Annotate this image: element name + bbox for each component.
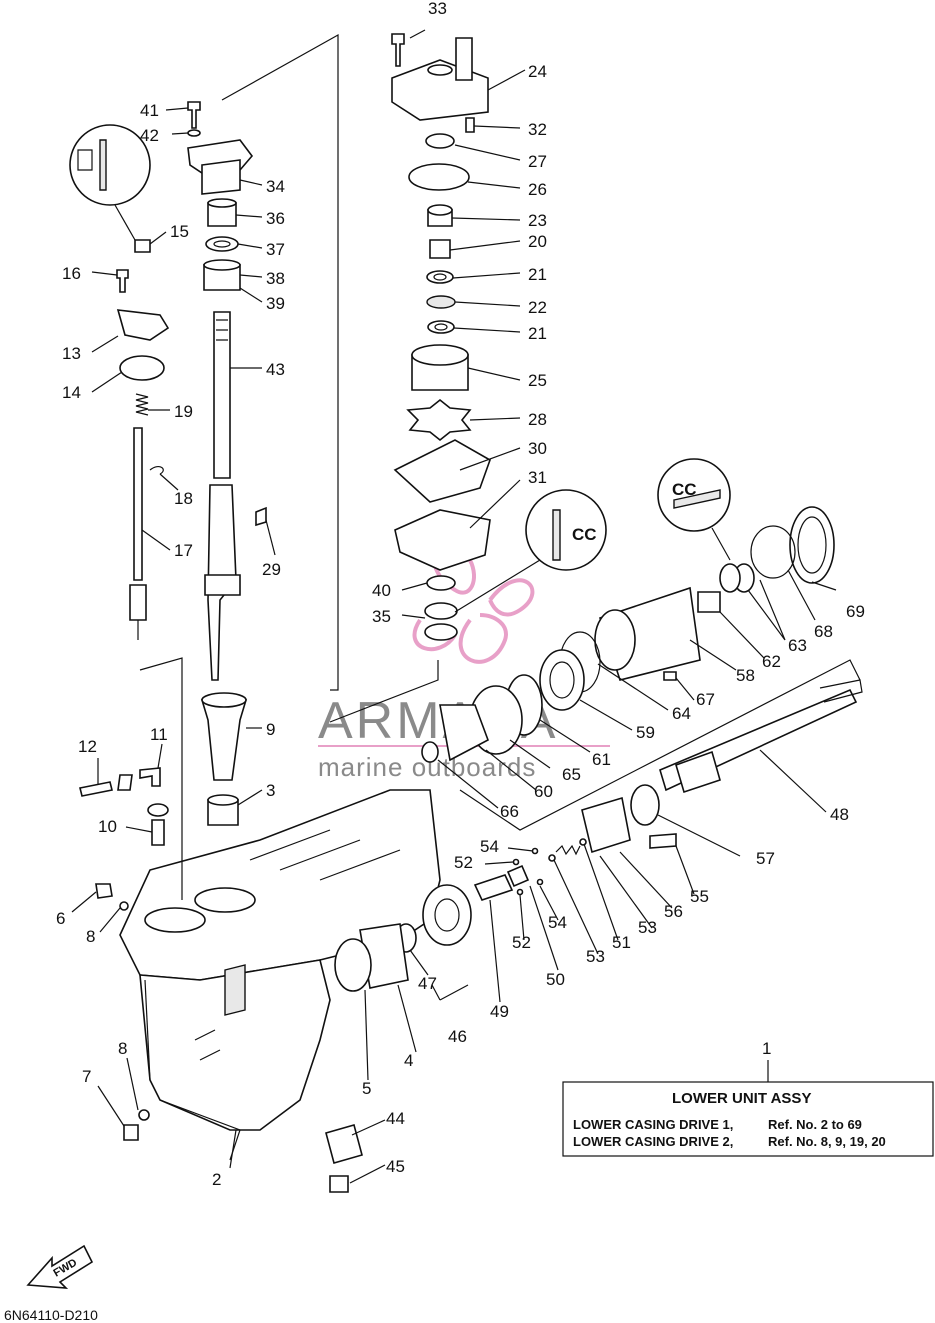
callout-53-left: 53: [586, 947, 605, 966]
callout-63: 63: [788, 636, 807, 655]
callout-43: 43: [266, 360, 285, 379]
svg-text:CC: CC: [572, 525, 597, 544]
callout-52-lower: 52: [512, 933, 531, 952]
callout-56: 56: [664, 902, 683, 921]
callout-32: 32: [528, 120, 547, 139]
callout-54-upper: 54: [480, 837, 499, 856]
callout-37: 37: [266, 240, 285, 259]
callout-39: 39: [266, 294, 285, 313]
assembly-guide-lines: [139, 33, 861, 900]
callout-42: 42: [140, 126, 159, 145]
fwd-arrow-icon: FWD: [26, 1244, 94, 1289]
assy-box-title: LOWER UNIT ASSY: [672, 1090, 811, 1107]
callout-57: 57: [756, 849, 775, 868]
callout-21-lower: 21: [528, 324, 547, 343]
callout-51: 51: [612, 933, 631, 952]
callout-59: 59: [636, 723, 655, 742]
callout-30: 30: [528, 439, 547, 458]
callout-8-lower: 8: [118, 1039, 127, 1058]
callout-40: 40: [372, 581, 391, 600]
callout-14: 14: [62, 383, 81, 402]
callout-44: 44: [386, 1109, 405, 1128]
callout-24: 24: [528, 62, 547, 81]
callout-15: 15: [170, 222, 189, 241]
callout-65: 65: [562, 765, 581, 784]
assy-line1-label: LOWER CASING DRIVE 1,: [573, 1117, 733, 1132]
callout-64: 64: [672, 704, 691, 723]
callout-4: 4: [404, 1051, 413, 1070]
callout-33: 33: [428, 0, 447, 18]
shift-rod-parts: [69, 124, 170, 1141]
callout-16: 16: [62, 264, 81, 283]
callout-60: 60: [534, 782, 553, 801]
callout-61: 61: [592, 750, 611, 769]
callout-67: 67: [696, 690, 715, 709]
callout-28: 28: [528, 410, 547, 429]
callout-27: 27: [528, 152, 547, 171]
svg-text:CC: CC: [672, 480, 697, 499]
callout-1: 1: [762, 1039, 771, 1058]
callout-36: 36: [266, 209, 285, 228]
callout-12: 12: [78, 737, 97, 756]
callout-23: 23: [528, 211, 547, 230]
callout-13: 13: [62, 344, 81, 363]
diagram-code: 6N64110-D210: [4, 1307, 98, 1323]
callout-46: 46: [448, 1027, 467, 1046]
leader-lines: [71, 29, 837, 1184]
assy-line1-ref: Ref. No. 2 to 69: [768, 1117, 862, 1132]
callout-50: 50: [546, 970, 565, 989]
callout-38: 38: [266, 269, 285, 288]
callout-31: 31: [528, 468, 547, 487]
callout-numbers: 33 24 32 27 26 23 20 21 22 21 25 28 30 3…: [56, 0, 865, 1189]
callout-52-upper: 52: [454, 853, 473, 872]
callout-35: 35: [372, 607, 391, 626]
callout-41: 41: [140, 101, 159, 120]
callout-2: 2: [212, 1170, 221, 1189]
callout-11: 11: [150, 725, 168, 744]
lower-unit-assy-box: 1 LOWER UNIT ASSY LOWER CASING DRIVE 1, …: [562, 1039, 934, 1157]
callout-20: 20: [528, 232, 547, 251]
water-pump-parts: CC: [391, 33, 607, 641]
callout-69: 69: [846, 602, 865, 621]
callout-17: 17: [174, 541, 193, 560]
callout-62: 62: [762, 652, 781, 671]
callout-3: 3: [266, 781, 275, 800]
callout-8-upper: 8: [86, 927, 95, 946]
callout-29: 29: [262, 560, 281, 579]
callout-5: 5: [362, 1079, 371, 1098]
callout-47: 47: [418, 974, 437, 993]
callout-21-upper: 21: [528, 265, 547, 284]
callout-10: 10: [98, 817, 117, 836]
callout-53-right: 53: [638, 918, 657, 937]
drive-shaft-parts: [187, 101, 267, 826]
callout-7: 7: [82, 1067, 91, 1086]
assy-line2-label: LOWER CASING DRIVE 2,: [573, 1134, 733, 1149]
callout-66: 66: [500, 802, 519, 821]
assy-box-frame: [562, 1081, 934, 1157]
callout-54-lower: 54: [548, 913, 567, 932]
propeller-shaft-parts: CC: [325, 458, 863, 1193]
callout-45: 45: [386, 1157, 405, 1176]
callout-68: 68: [814, 622, 833, 641]
callout-26: 26: [528, 180, 547, 199]
callout-18: 18: [174, 489, 193, 508]
callout-25: 25: [528, 371, 547, 390]
callout-22: 22: [528, 298, 547, 317]
assy-line2-ref: Ref. No. 8, 9, 19, 20: [768, 1134, 886, 1149]
callout-48: 48: [830, 805, 849, 824]
callout-6: 6: [56, 909, 65, 928]
callout-9: 9: [266, 720, 275, 739]
callout-58: 58: [736, 666, 755, 685]
callout-34: 34: [266, 177, 285, 196]
callout-49: 49: [490, 1002, 509, 1021]
callout-19: 19: [174, 402, 193, 421]
callout-55: 55: [690, 887, 709, 906]
